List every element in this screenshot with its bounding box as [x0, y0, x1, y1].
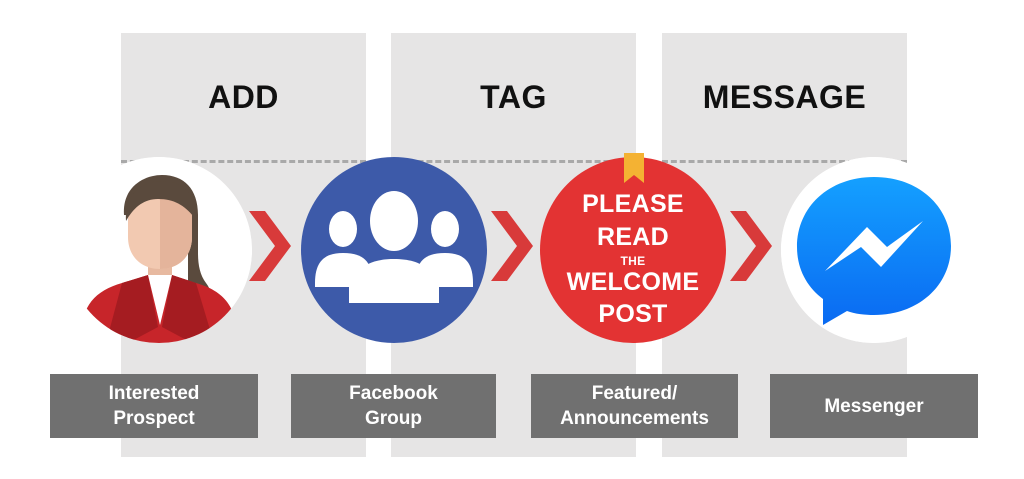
- post-text-line: READ: [596, 223, 670, 251]
- chevron-right-icon: [249, 211, 291, 281]
- post-text-line: WELCOME: [566, 268, 700, 296]
- step-label-line: Announcements: [560, 408, 709, 429]
- column-divider: [391, 160, 636, 163]
- step-label-line: Interested: [108, 383, 200, 404]
- column-title-message: MESSAGE: [702, 79, 867, 115]
- step-label-featured-announcements: Featured/Announcements: [531, 374, 738, 438]
- column-title-add: ADD: [208, 79, 279, 115]
- chevron-right-icon: [730, 211, 772, 281]
- bookmark-ribbon-icon: [624, 153, 644, 183]
- step-label-line: Group: [364, 408, 422, 429]
- pinned-post-badge-icon: PLEASE READ THE WELCOME POST: [540, 153, 726, 343]
- step-label-line: Facebook: [349, 383, 438, 404]
- chevron-right-icon: [491, 211, 533, 281]
- post-text-line: POST: [598, 300, 668, 328]
- group-people-icon: [301, 157, 487, 343]
- column-title-tag: TAG: [480, 79, 547, 115]
- column-divider: [121, 160, 366, 163]
- step-label-line: Messenger: [824, 395, 924, 417]
- column-divider: [662, 160, 907, 163]
- messenger-icon: [781, 157, 967, 343]
- step-label-line: Prospect: [113, 408, 195, 429]
- post-text-line: PLEASE: [582, 190, 684, 218]
- woman-avatar-icon: [66, 157, 252, 343]
- post-text-line: THE: [620, 254, 646, 268]
- step-label-line: Featured/: [591, 383, 678, 404]
- step-label-messenger: Messenger: [770, 374, 978, 438]
